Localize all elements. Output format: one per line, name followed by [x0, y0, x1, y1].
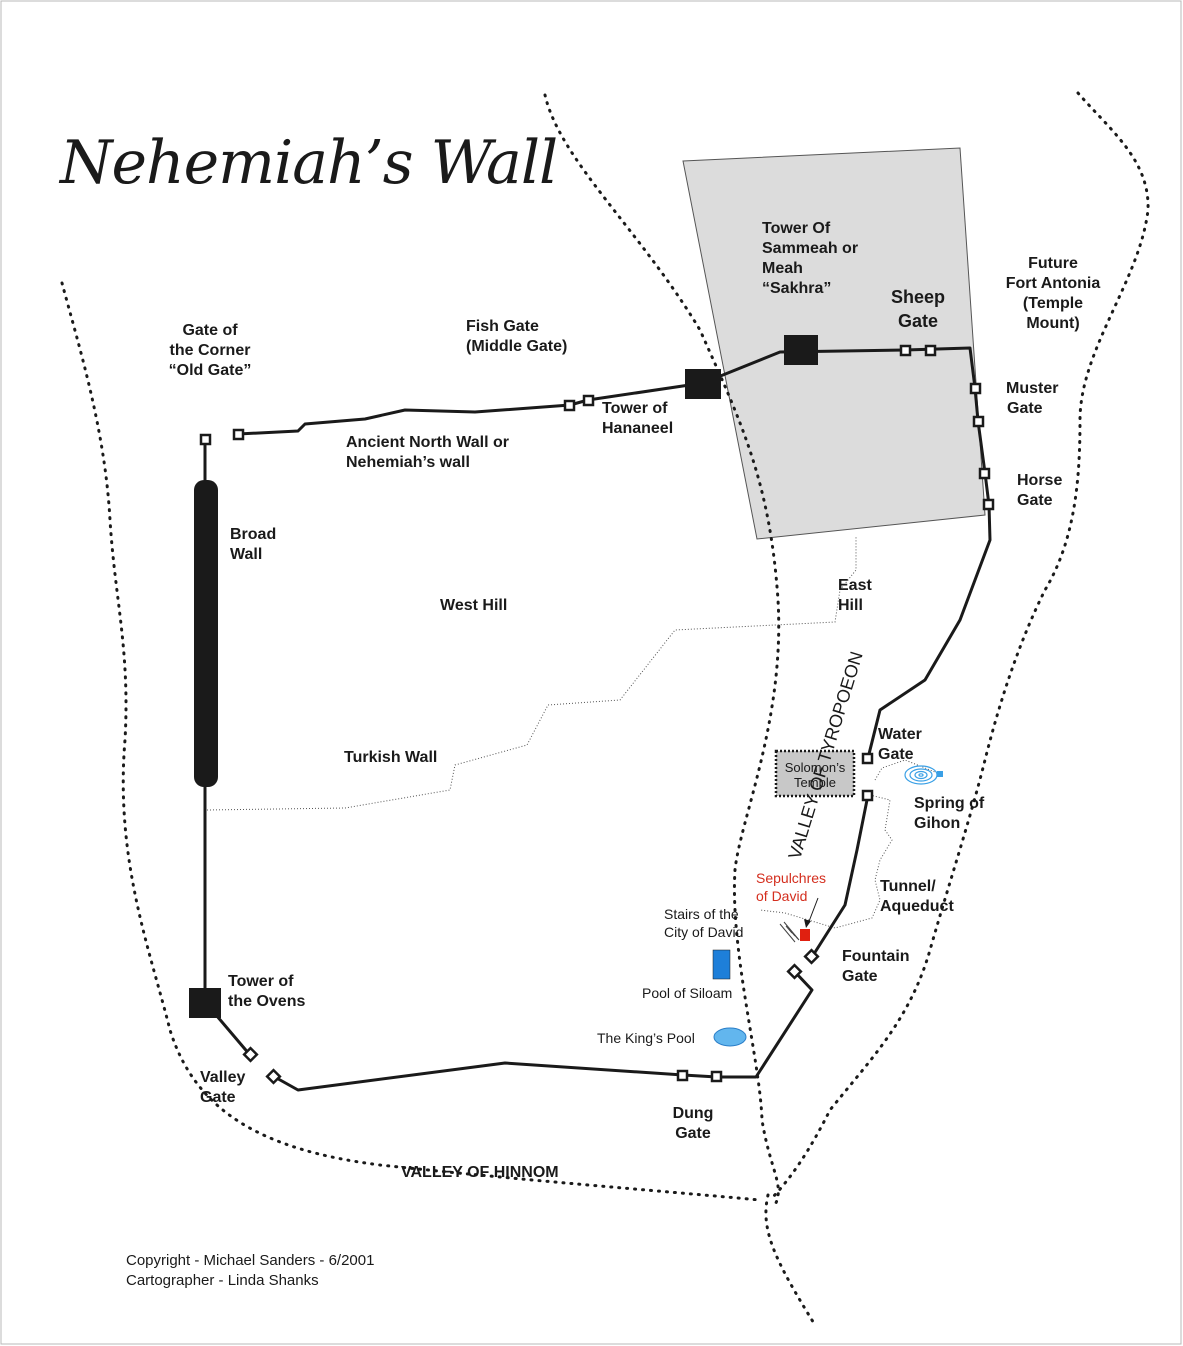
stairs-symbol	[779, 921, 800, 943]
label-tunnel-aqueduct: Tunnel/ Aqueduct	[880, 878, 954, 915]
label-fountain-gate: Fountain Gate	[842, 948, 910, 985]
tower-of-sammeah	[784, 335, 818, 365]
label-sepulchres-of-david: Sepulchres of David	[756, 870, 827, 904]
tower-of-hananeel	[685, 369, 721, 399]
label-water-gate: Water Gate	[878, 726, 922, 763]
fish-gate	[582, 394, 595, 407]
label-west-hill: West Hill	[440, 597, 508, 614]
fish-gate-west	[563, 399, 576, 412]
sepulchre-pointer-head	[804, 919, 811, 928]
temple-mount-area	[682, 147, 986, 540]
sheep-gate	[924, 344, 937, 357]
label-spring-of-gihon: Spring of Gihon	[914, 795, 985, 832]
label-solomons-temple: Solomon’s Temple	[784, 760, 846, 790]
label-tower-of-hananeel: Tower of Hananeel	[602, 400, 674, 437]
copyright-text: Copyright - Michael Sanders - 6/2001	[126, 1252, 375, 1269]
label-future-fort-antonia: Future Fort Antonia (Temple Mount)	[1005, 255, 1101, 332]
water-gate	[861, 752, 874, 765]
dung-gate-west	[676, 1069, 689, 1082]
sepulchre-pointer-line	[807, 897, 819, 925]
water-gate-south	[861, 789, 874, 802]
map-title: Nehemiah’s Wall	[60, 128, 558, 198]
label-kings-pool: The King’s Pool	[597, 1030, 695, 1046]
valley-gate-north	[242, 1046, 259, 1063]
fountain-gate-south	[786, 963, 803, 980]
label-east-hill: East Hill	[838, 577, 872, 614]
solomons-temple	[774, 749, 856, 798]
label-broad-wall: Broad Wall	[230, 526, 277, 563]
label-gate-of-the-corner: Gate of the Corner “Old Gate”	[168, 322, 252, 379]
gate-of-the-corner-east	[232, 428, 245, 441]
label-fish-gate: Fish Gate (Middle Gate)	[466, 318, 568, 355]
horse-gate-north	[978, 467, 991, 480]
label-muster-gate: Muster Gate	[1006, 380, 1059, 417]
label-horse-gate: Horse Gate	[1017, 472, 1063, 509]
pool-of-siloam-shape	[712, 949, 731, 980]
dung-gate	[710, 1070, 723, 1083]
valley-gate	[265, 1068, 282, 1085]
label-turkish-wall: Turkish Wall	[344, 749, 438, 766]
label-valley-gate: Valley Gate	[200, 1069, 246, 1106]
muster-gate	[969, 382, 982, 395]
tower-of-the-ovens	[189, 988, 221, 1018]
label-pool-of-siloam: Pool of Siloam	[642, 985, 733, 1001]
spring-outlet	[937, 771, 943, 777]
label-stairs-of-city-of-david: Stairs of the City of David	[664, 906, 744, 940]
label-tower-of-the-ovens: Tower of the Ovens	[228, 973, 306, 1010]
broad-wall	[194, 480, 218, 787]
sepulchre-marker	[800, 929, 810, 941]
spring-of-gihon-symbol	[904, 765, 938, 785]
label-sheep-gate: Sheep Gate	[890, 287, 946, 331]
kidron-valley-line	[768, 91, 1150, 1202]
label-dung-gate: Dung Gate	[672, 1105, 714, 1142]
label-ancient-north-wall: Ancient North Wall or Nehemiah’s wall	[346, 434, 509, 471]
label-tower-of-sammeah: Tower Of Sammeah or Meah “Sakhra”	[762, 220, 859, 297]
cartographer-text: Cartographer - Linda Shanks	[126, 1272, 319, 1289]
gate-of-the-corner	[199, 433, 212, 446]
kings-pool-shape	[713, 1027, 747, 1047]
valley-junction-line	[764, 1193, 817, 1327]
muster-gate-south	[972, 415, 985, 428]
wall-south-west	[203, 440, 870, 1092]
label-valley-of-hinnom: VALLEY OF HINNOM	[401, 1164, 559, 1181]
fountain-gate	[803, 948, 820, 965]
horse-gate	[982, 498, 995, 511]
valley-hinnom-line	[60, 281, 762, 1202]
valley-tyropoeon-line	[543, 93, 781, 1207]
sheep-gate-west	[899, 344, 912, 357]
turkish-wall-line	[206, 537, 857, 811]
